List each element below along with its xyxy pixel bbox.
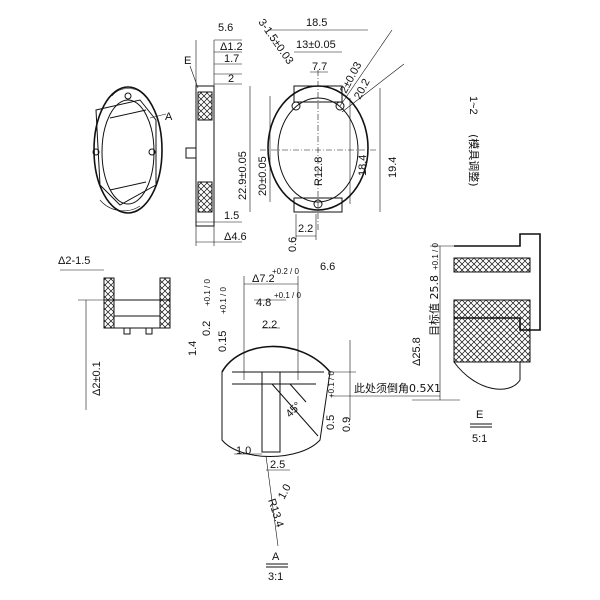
detail-a-tag: A [165, 111, 173, 123]
dim-18-4: 18.4 [357, 155, 369, 176]
target-tol: +0.1 / 0 [431, 243, 440, 270]
dim-7-7: 7.7 [312, 61, 327, 73]
dim-0-5: 0.5 [325, 415, 337, 430]
detail-e-scale: 5:1 [472, 433, 487, 445]
dim-25-8: Δ25.8 [411, 337, 423, 366]
dim-1-0: 1.0 [236, 445, 251, 457]
side-dim-3: 1.7 [224, 53, 239, 65]
dim-22-9: 22.9±0.05 [237, 151, 249, 200]
detail-e-title: E [476, 409, 483, 421]
dim-0-6: 0.6 [287, 237, 299, 252]
side-dim-5: 1.5 [224, 210, 239, 222]
dim-0-15: 0.15 [217, 331, 229, 352]
dim-19-4: 19.4 [387, 157, 399, 178]
target-note: 目标值 25.8 [427, 275, 441, 336]
detail-e: Δ25.8 目标值 25.8 +0.1 / 0 1~2 (模具调整) E 5:1 [411, 96, 541, 445]
dim-r1-0: 1.0 [276, 482, 294, 501]
dim-13: 13±0.05 [296, 39, 336, 51]
dim-2-2: 2.2 [298, 223, 313, 235]
section-view: Δ2-1.5 Δ2±0.1 [58, 255, 171, 410]
oblique-view: A [92, 86, 173, 214]
front-view: 18.5 13±0.05 7.7 3-1.5±0.03 2±0.03 20.2 … [237, 17, 405, 273]
detail-a-scale: 3:1 [268, 571, 283, 583]
dim-0-5-tol: +0.1 / 0 [327, 371, 336, 398]
dim-2-5: 2.5 [270, 459, 285, 471]
dim-r12-8: R12.8 [313, 157, 325, 186]
adjust-range: 1~2 [467, 96, 479, 115]
dim-0-9: 0.9 [341, 417, 353, 432]
side-dim-2: Δ1.2 [220, 41, 243, 53]
dim-7-2-tol: +0.2 / 0 [272, 267, 299, 276]
dim-4-8: 4.8 [256, 297, 271, 309]
dim-0-15-tol: +0.1 / 0 [219, 287, 228, 314]
detail-a: Δ7.2 +0.2 / 0 4.8 +0.1 / 0 2.2 1.4 0.2 +… [187, 267, 441, 583]
chamfer-note: 此处须倒角0.5X1 [354, 382, 441, 395]
dim-20: 20±0.05 [257, 156, 269, 196]
detail-a-title: A [272, 551, 280, 563]
dim-pin-dia: 3-1.5±0.03 [256, 17, 296, 67]
dim-1-4: 1.4 [187, 341, 199, 356]
side-dim-1: 5.6 [218, 22, 233, 34]
side-dim-6: Δ4.6 [224, 231, 247, 243]
side-view: E 5.6 Δ1.2 1.7 2 1.5 Δ4.6 [184, 22, 247, 246]
section-height-dim: Δ2±0.1 [91, 361, 103, 396]
detail-e-tag: E [184, 55, 191, 67]
dim-0-2-tol: +0.1 / 0 [203, 279, 212, 306]
dim-0-2: 0.2 [201, 321, 213, 336]
dim-4-8-tol: +0.1 / 0 [274, 291, 301, 300]
dim-7-2: Δ7.2 [252, 273, 275, 285]
dim-6-6: 6.6 [320, 261, 335, 273]
dim-r13-4: R13.4 [265, 497, 285, 529]
dim-2-2-detail: 2.2 [262, 319, 277, 331]
dim-18-5: 18.5 [306, 17, 327, 29]
side-dim-4: 2 [228, 73, 234, 85]
adjust-note: (模具调整) [467, 134, 481, 187]
section-top-dim: Δ2-1.5 [58, 255, 90, 267]
